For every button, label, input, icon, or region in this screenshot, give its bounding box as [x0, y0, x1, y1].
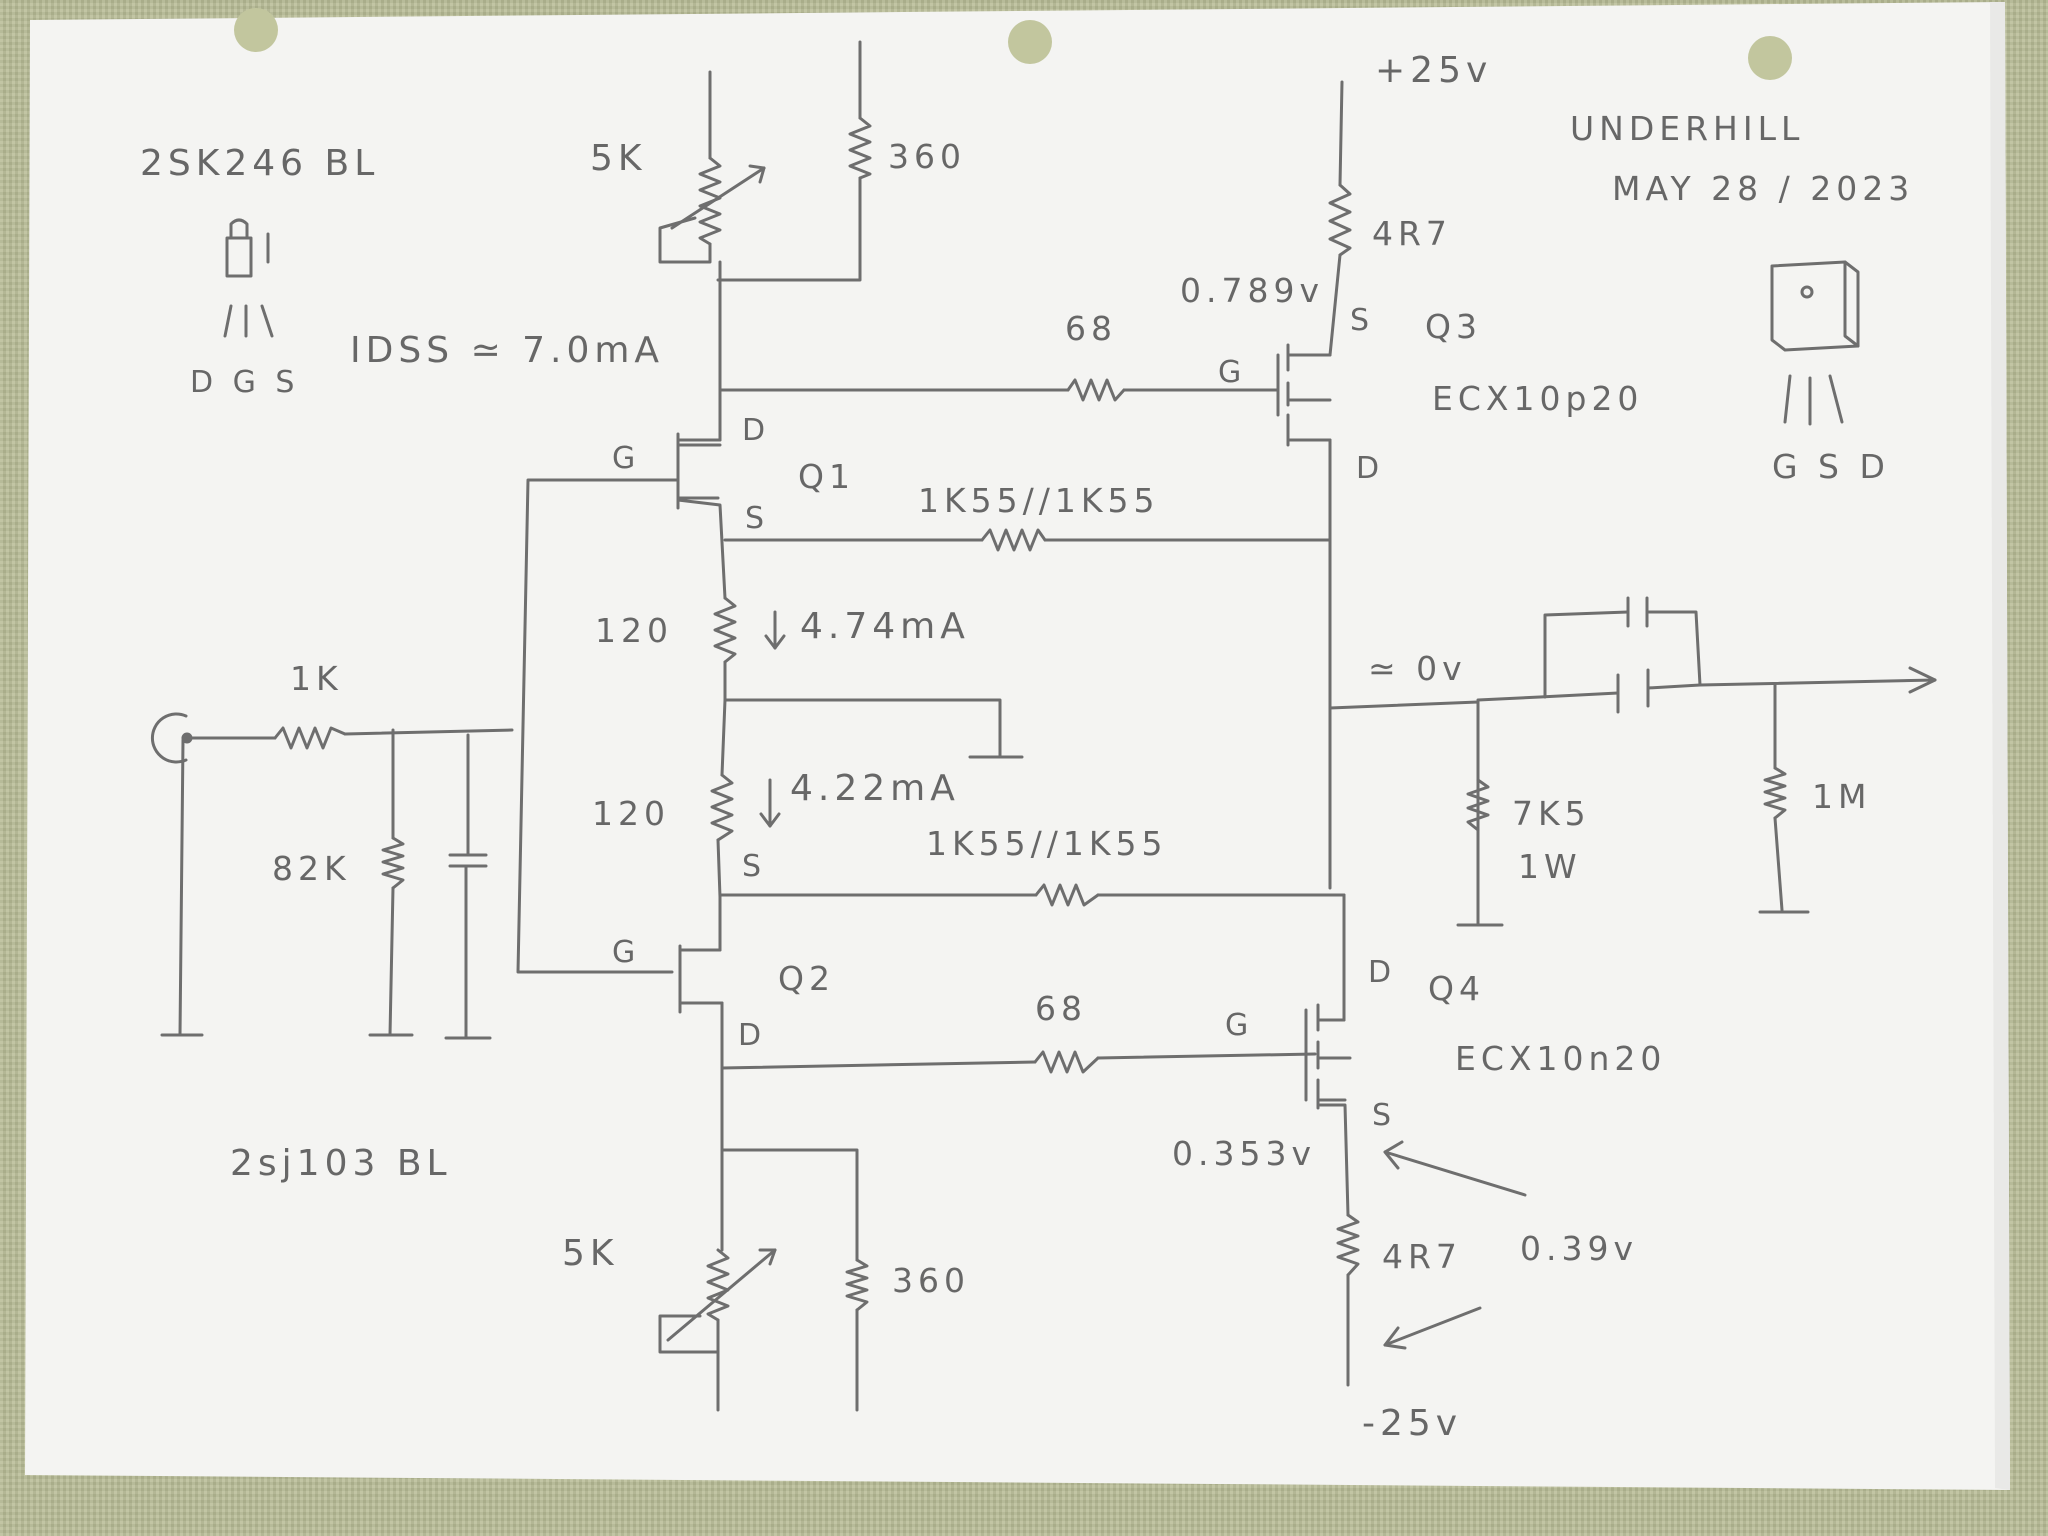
- input-connector: [150, 712, 193, 764]
- q1-source-pin: S: [745, 501, 769, 536]
- r-load-power-label: 1W: [1518, 847, 1582, 886]
- pot-top-label: 5K: [590, 138, 647, 179]
- v-q3-source-label: 0.789v: [1180, 271, 1324, 310]
- mosfet-q3-symbol: [1276, 343, 1332, 447]
- q2-source-pin: S: [742, 849, 766, 884]
- r-src-bottom-label: 120: [592, 794, 670, 833]
- q1-gate-pin: G: [612, 441, 640, 476]
- jfet-n-pins-label: D G S: [190, 365, 299, 400]
- v-q4-source-label: 0.353v: [1172, 1134, 1316, 1173]
- q4-source-pin: S: [1372, 1098, 1396, 1133]
- q3-source-pin: S: [1350, 303, 1374, 338]
- capacitor: [448, 596, 1650, 868]
- paper-sheet: [25, 2, 2010, 1490]
- r-fb-top-label: 1K55//1K55: [918, 481, 1160, 520]
- r-q4-gate-label: 68: [1035, 989, 1087, 1028]
- author-label: UNDERHILL: [1570, 109, 1804, 148]
- r-out-label: 1M: [1812, 777, 1871, 816]
- jfet-package-icon: [223, 218, 274, 338]
- q1-drain-pin: D: [742, 413, 770, 448]
- q2-label: Q2: [778, 959, 835, 998]
- q4-drain-pin: D: [1368, 955, 1396, 990]
- v-output-label: ≃ 0v: [1368, 649, 1467, 688]
- q2-drain-pin: D: [738, 1018, 766, 1053]
- voltage-arrow: [1383, 1140, 1527, 1350]
- r-input-shunt-label: 82K: [272, 849, 351, 888]
- r-q3-source-label: 4R7: [1372, 214, 1452, 253]
- date-label: MAY 28 / 2023: [1612, 169, 1914, 208]
- v-pos-label: +25v: [1375, 50, 1492, 91]
- r-src-top-label: 120: [595, 611, 673, 650]
- q3-model-label: ECX10p20: [1432, 379, 1643, 418]
- q3-drain-pin: D: [1356, 451, 1384, 486]
- q3-label: Q3: [1425, 307, 1482, 346]
- r-fb-bottom-label: 1K55//1K55: [926, 824, 1168, 863]
- jfet-q1-symbol: [676, 432, 722, 510]
- r-q3-gate-label: 68: [1065, 309, 1117, 348]
- jfet-p-label: 2sj103 BL: [230, 1143, 452, 1184]
- q4-gate-pin: G: [1225, 1008, 1253, 1043]
- current-arrow: [759, 610, 786, 828]
- potentiometer-top: [670, 156, 766, 246]
- q1-label: Q1: [798, 457, 855, 496]
- r-load-label: 7K5: [1512, 794, 1591, 833]
- q4-label: Q4: [1428, 969, 1485, 1008]
- mosfet-package-icon: [1770, 260, 1860, 426]
- r-input-label: 1K: [290, 659, 343, 698]
- mosfet-pins-label: G S D: [1772, 447, 1890, 486]
- i-top-label: 4.74mA: [800, 606, 970, 647]
- r-q4-source-label: 4R7: [1382, 1237, 1462, 1276]
- v-q4-resistor-label: 0.39v: [1520, 1229, 1638, 1268]
- v-neg-label: -25v: [1362, 1403, 1462, 1444]
- jfet-q2-symbol: [678, 944, 724, 1014]
- potentiometer-bottom: [666, 1248, 777, 1342]
- q3-gate-pin: G: [1218, 355, 1246, 390]
- pot-bottom-label: 5K: [562, 1233, 619, 1274]
- binder-hole: [234, 8, 1792, 80]
- mosfet-q4-symbol: [1304, 1003, 1352, 1110]
- q4-model-label: ECX10n20: [1455, 1039, 1666, 1078]
- r-top-360-label: 360: [888, 137, 966, 176]
- q2-gate-pin: G: [612, 935, 640, 970]
- i-bottom-label: 4.22mA: [790, 768, 960, 809]
- labels: UNDERHILL MAY 28 / 2023 2SK246 BL D G S …: [140, 50, 1914, 1444]
- resistor: [273, 116, 1787, 1312]
- output-arrow: [1908, 666, 1937, 694]
- jfet-n-label: 2SK246 BL: [140, 143, 379, 184]
- idss-label: IDSS ≃ 7.0mA: [350, 330, 664, 371]
- r-bottom-360-label: 360: [892, 1261, 970, 1300]
